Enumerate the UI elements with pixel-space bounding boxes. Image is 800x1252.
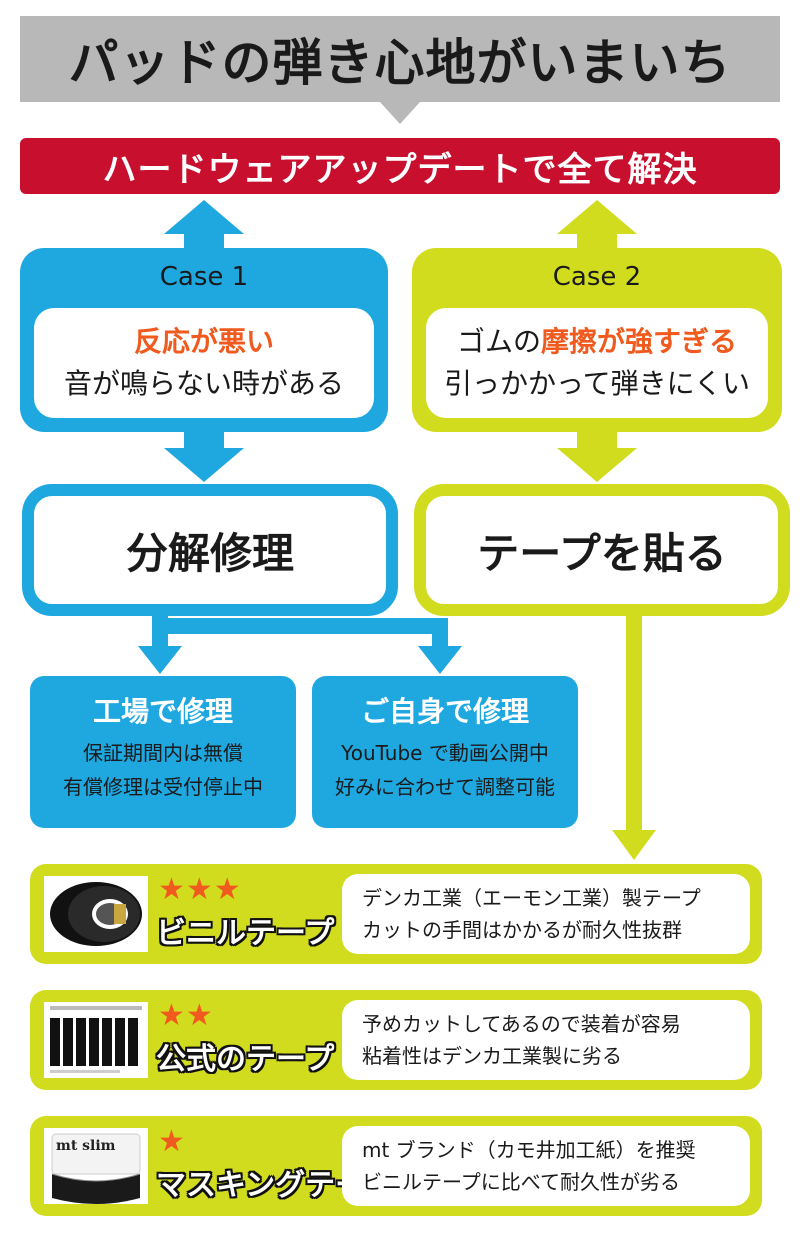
case2-label: Case 2 [552,262,642,292]
rating-stars: ★★★ [158,872,242,907]
tape-card-official: ★★ 公式のテープ 予めカットしてあるので装着が容易 粘着性はデンカ工業製に劣る [30,990,762,1090]
tape-description-line: ビニルテープに比べて耐久性が劣る [362,1170,680,1194]
case2-detail: 引っかかって弾きにくい [443,367,751,400]
rating-stars: ★★ [158,998,214,1033]
tape-description-line: 粘着性はデンカ工業製に劣る [362,1044,622,1068]
tape-card-masking: mt slim ★ マスキングテープ mt ブランド（カモ井加工紙）を推奨 ビニ… [30,1116,762,1216]
tape-down-arrow [612,592,656,860]
case1-highlight: 反応が悪い [133,325,274,358]
case1-down-arrow [164,430,244,482]
tape-description: mt ブランド（カモ井加工紙）を推奨 ビニルテープに比べて耐久性が劣る [342,1126,750,1206]
case2-line1: ゴムの摩擦が強すぎる [457,321,737,363]
factory-repair-title: 工場で修理 [92,695,233,728]
case2-down-arrow [557,430,637,482]
case2-line1-prefix: ゴムの [456,325,541,358]
vinyl-tape-roll-icon [44,876,148,952]
solution-banner: ハードウェアアップデートで全て解決 [20,138,780,194]
tape-description-line: カットの手間はかかるが耐久性抜群 [362,918,682,942]
title-banner-shape [20,16,780,124]
factory-repair-option: 工場で修理 保証期間内は無償 有償修理は受付停止中 [30,676,296,828]
factory-repair-line: 有償修理は受付停止中 [63,775,263,799]
self-repair-title: ご自身で修理 [360,695,529,728]
self-repair-line: 好みに合わせて調整可能 [335,775,555,799]
tape-description-line: 予めカットしてあるので装着が容易 [362,1012,681,1036]
case1-detail: 音が鳴らない時がある [63,367,344,400]
case2-up-arrow [557,200,637,250]
rating-stars: ★ [158,1124,186,1159]
tape-action-box: テープを貼る [414,484,790,616]
case1-panel: Case 1 反応が悪い 音が鳴らない時がある [20,248,388,432]
case1-up-arrow [164,200,244,250]
repair-action-box: 分解修理 [22,484,398,616]
tape-description-line: mt ブランド（カモ井加工紙）を推奨 [362,1138,696,1162]
tape-name: 公式のテープ [156,1042,335,1077]
tape-card-vinyl: ★★★ ビニルテープ デンカ工業（エーモン工業）製テープ カットの手間はかかるが… [30,864,762,964]
page-title: パッドの弾き心地がいまいち [68,34,732,92]
repair-branch-arrow [138,592,462,674]
factory-repair-line: 保証期間内は無償 [83,741,243,765]
tape-name: ビニルテープ [156,916,335,951]
mt-logo-text: mt slim [56,1138,116,1154]
case2-panel: Case 2 ゴムの摩擦が強すぎる 引っかかって弾きにくい [412,248,782,432]
masking-tape-roll-icon: mt slim [44,1128,148,1204]
tape-description-line: デンカ工業（エーモン工業）製テープ [362,886,701,910]
case1-label: Case 1 [159,262,249,292]
self-repair-option: ご自身で修理 YouTube で動画公開中 好みに合わせて調整可能 [312,676,578,828]
tape-description: デンカ工業（エーモン工業）製テープ カットの手間はかかるが耐久性抜群 [342,874,750,954]
self-repair-line: YouTube で動画公開中 [341,741,549,765]
case2-description: ゴムの摩擦が強すぎる 引っかかって弾きにくい [426,308,768,418]
case1-description: 反応が悪い 音が鳴らない時がある [34,308,374,418]
precut-tape-sheet-icon [44,1002,148,1078]
tape-description: 予めカットしてあるので装着が容易 粘着性はデンカ工業製に劣る [342,1000,750,1080]
case2-highlight: 摩擦が強すぎる [541,325,738,358]
